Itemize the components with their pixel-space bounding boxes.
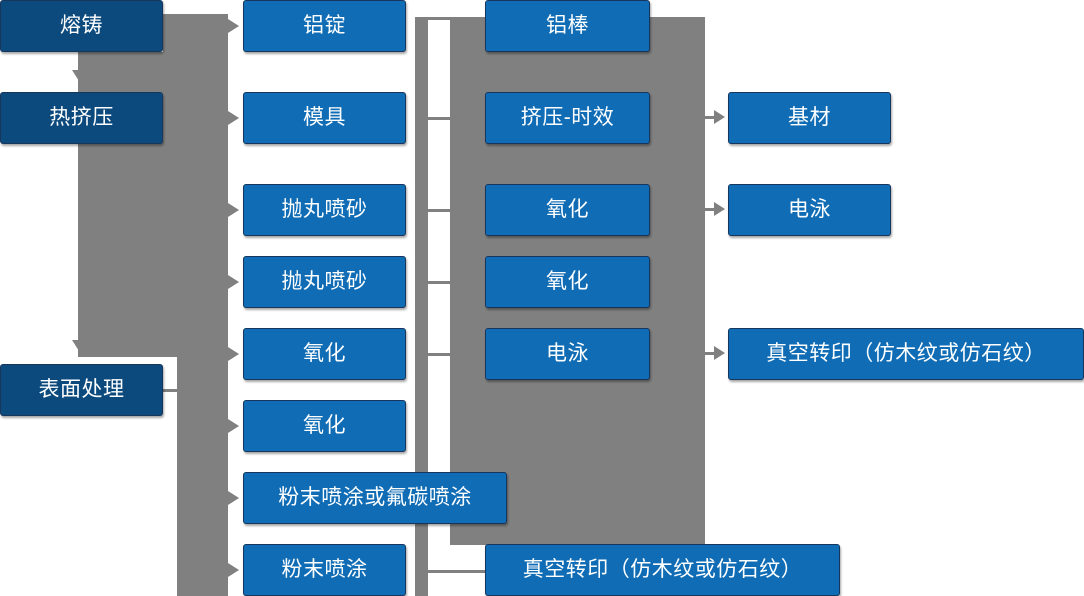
arrow-left-to-col2-8: [228, 563, 239, 577]
connector-tick-mid-2: [428, 117, 452, 120]
process-label: 真空转印（仿木纹或仿石纹）: [766, 342, 1046, 366]
process-label: 铝棒: [546, 14, 589, 38]
stage-box-hot-extrusion[interactable]: 热挤压: [0, 92, 163, 144]
process-label: 基材: [788, 106, 831, 130]
process-box-extrusion-ageing[interactable]: 挤压-时效: [485, 92, 650, 144]
process-box-shot-blasting-1[interactable]: 抛丸喷砂: [243, 184, 406, 236]
process-box-aluminium-bar[interactable]: 铝棒: [485, 0, 650, 52]
process-label: 抛丸喷砂: [281, 198, 368, 222]
process-box-anodising-col2-2[interactable]: 氧化: [243, 400, 406, 452]
arrow-left-to-col2-7: [228, 491, 239, 505]
process-label: 抛丸喷砂: [281, 270, 368, 294]
process-box-powder-coating[interactable]: 粉末喷涂: [243, 544, 406, 596]
arrow-left-to-col2-4: [228, 275, 239, 289]
arrow-left-to-col2-5: [228, 347, 239, 361]
connector-block-left-lower: [177, 357, 228, 596]
process-label: 粉末喷涂: [281, 558, 368, 582]
arrow-left-to-col2-3: [228, 203, 239, 217]
stage-box-surface-treatment[interactable]: 表面处理: [0, 364, 163, 416]
process-box-electrophoresis-col3[interactable]: 电泳: [485, 328, 650, 380]
stage-label: 热挤压: [49, 106, 114, 130]
connector-bar-mid-narrow: [415, 17, 428, 596]
process-label: 电泳: [788, 198, 831, 222]
process-box-electrophoresis-col4[interactable]: 电泳: [728, 184, 891, 236]
process-box-vacuum-transfer-col4[interactable]: 真空转印（仿木纹或仿石纹）: [728, 328, 1084, 380]
stage-box-melt-cast[interactable]: 熔铸: [0, 0, 163, 52]
arrow-stem-mid-to-col4-1: [705, 116, 718, 119]
arrow-mid-to-col4-vacuum-transfer: [714, 346, 725, 360]
process-label: 铝锭: [303, 14, 346, 38]
arrow-mid-to-col4-substrate: [714, 110, 725, 124]
arrow-stem-mid-to-col4-2: [705, 208, 718, 211]
connector-tick-mid-3: [428, 209, 452, 212]
process-box-anodising-col3-2[interactable]: 氧化: [485, 256, 650, 308]
process-label: 氧化: [303, 414, 346, 438]
connector-tick-mid-6: [428, 570, 485, 573]
arrow-left-to-col2-1: [228, 19, 239, 33]
process-label: 粉末喷涂或氟碳喷涂: [278, 486, 472, 510]
process-box-shot-blasting-2[interactable]: 抛丸喷砂: [243, 256, 406, 308]
process-label: 氧化: [303, 342, 346, 366]
arrow-left-to-col2-6: [228, 419, 239, 433]
process-box-aluminium-ingot[interactable]: 铝锭: [243, 0, 406, 52]
stage-label: 熔铸: [60, 14, 103, 38]
arrow-down-extrusion-to-surface: [72, 340, 86, 351]
arrow-stem-mid-to-col4-3: [705, 352, 718, 355]
connector-tick-mid-5: [428, 353, 452, 356]
connector-tick-mid-1: [428, 17, 452, 20]
process-box-anodising-col2-1[interactable]: 氧化: [243, 328, 406, 380]
process-label: 氧化: [546, 270, 589, 294]
arrow-left-to-col2-2: [228, 111, 239, 125]
process-box-vacuum-transfer-col3[interactable]: 真空转印（仿木纹或仿石纹）: [485, 544, 840, 596]
process-label: 真空转印（仿木纹或仿石纹）: [522, 558, 803, 582]
stage-label: 表面处理: [38, 378, 125, 402]
process-box-anodising-col3-1[interactable]: 氧化: [485, 184, 650, 236]
process-label: 模具: [303, 106, 346, 130]
process-label: 氧化: [546, 198, 589, 222]
arrow-down-melt-to-extrusion: [72, 70, 86, 81]
process-label: 挤压-时效: [520, 106, 615, 130]
process-box-powder-or-pvdf-coating[interactable]: 粉末喷涂或氟碳喷涂: [243, 472, 507, 524]
arrow-mid-to-col4-electrophoresis: [714, 202, 725, 216]
process-box-substrate[interactable]: 基材: [728, 92, 891, 144]
process-label: 电泳: [546, 342, 589, 366]
connector-stem-surface-treatment: [163, 389, 185, 392]
process-box-die-mould[interactable]: 模具: [243, 92, 406, 144]
connector-block-left-top-stub: [163, 14, 228, 52]
connector-tick-mid-4: [428, 281, 452, 284]
